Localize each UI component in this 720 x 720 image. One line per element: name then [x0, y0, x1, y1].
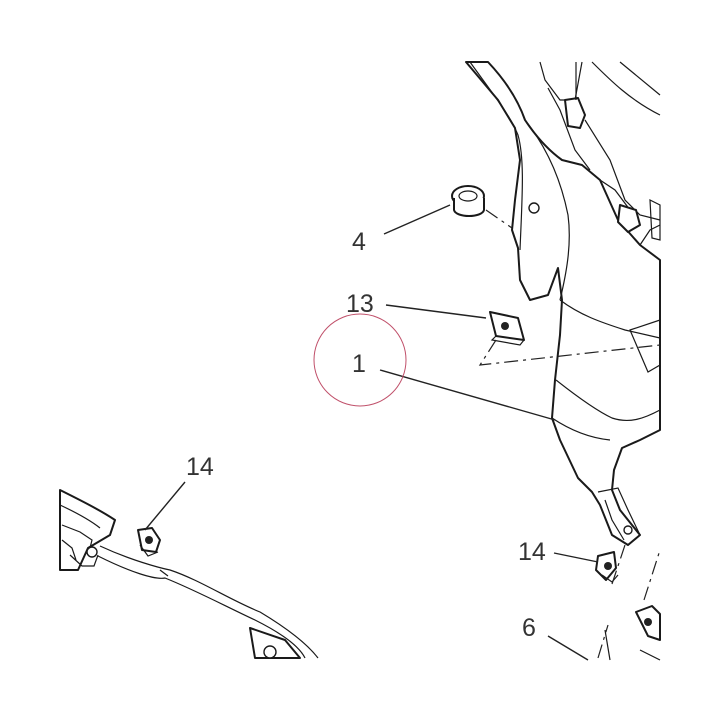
clip-part-14-left — [137, 527, 161, 557]
leader-lines — [144, 204, 599, 661]
label-13: 13 — [346, 290, 374, 318]
mount-hole — [528, 202, 540, 214]
label-6: 6 — [522, 614, 536, 642]
mount-hole-lower — [623, 525, 633, 535]
label-14-left: 14 — [186, 453, 214, 481]
label-4: 4 — [352, 228, 366, 256]
side-panel-left — [59, 489, 319, 659]
side-panel-hole — [86, 546, 98, 558]
clip-nut-part-13 — [489, 311, 525, 346]
highlight-circle — [313, 313, 407, 407]
assembly-centerlines — [478, 209, 661, 659]
frame-structure — [539, 61, 661, 373]
grommet-part-4 — [451, 185, 485, 217]
label-1: 1 — [352, 350, 366, 378]
lower-panel-hole — [263, 645, 277, 659]
clip-part-14-right — [595, 551, 619, 583]
lower-bracket-part-6 — [604, 605, 661, 661]
fairing-panel — [465, 61, 661, 546]
label-14-right: 14 — [518, 538, 546, 566]
